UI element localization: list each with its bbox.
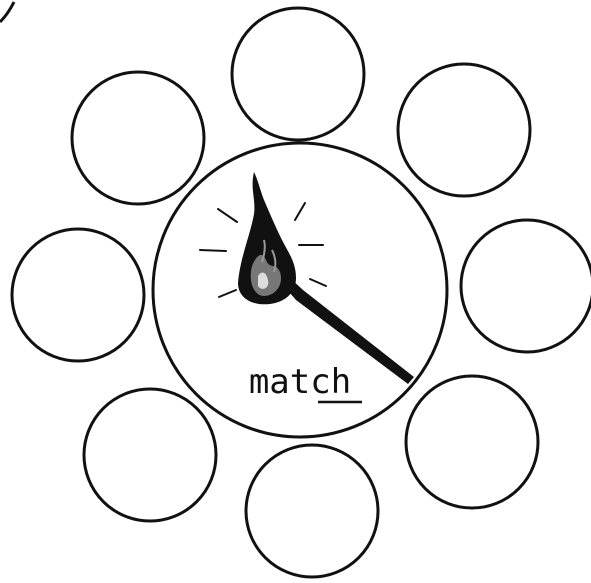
word-digraph: ch [310, 362, 351, 402]
answer-circle-8[interactable] [246, 445, 378, 577]
corner-stroke [0, 2, 14, 22]
answer-circle-3[interactable] [398, 64, 530, 196]
answer-circle-5[interactable] [461, 220, 591, 352]
answer-circle-2[interactable] [72, 72, 204, 204]
word-label: match [249, 362, 351, 402]
burning-match-icon [200, 172, 414, 384]
answer-circle-7[interactable] [406, 376, 538, 508]
answer-circle-4[interactable] [12, 229, 144, 361]
word-prefix: mat [249, 362, 310, 402]
answer-circle-6[interactable] [84, 389, 216, 521]
answer-circle-1[interactable] [232, 8, 364, 140]
